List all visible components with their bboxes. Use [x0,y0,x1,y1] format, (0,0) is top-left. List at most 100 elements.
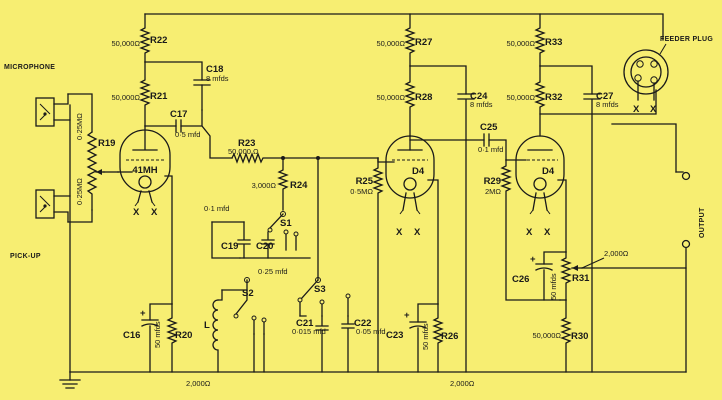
svg-text:2MΩ: 2MΩ [485,187,501,196]
svg-text:50,000Ω: 50,000Ω [376,93,405,102]
resistor-r31: R31 2,000Ω [560,249,629,301]
svg-text:R27: R27 [415,37,432,48]
svg-text:R30: R30 [571,331,588,342]
svg-text:50 mfds: 50 mfds [153,321,162,348]
svg-text:X: X [414,227,421,238]
resistor-r29: R29 2MΩ [484,159,561,301]
svg-text:3,000Ω: 3,000Ω [252,181,277,190]
svg-text:R26: R26 [441,331,458,342]
svg-text:C26: C26 [512,274,529,285]
svg-text:41MH: 41MH [132,165,157,176]
svg-text:R20: R20 [175,330,192,341]
capacitor-c21: C21 0·015 mfd [292,315,329,373]
svg-text:2,000Ω: 2,000Ω [186,379,211,388]
capacitor-c22: C22 0·05 mfd [341,315,386,373]
svg-text:R25: R25 [356,176,374,187]
svg-text:50,000 Ω: 50,000 Ω [228,147,259,156]
svg-text:R24: R24 [290,180,308,191]
svg-text:C24: C24 [470,91,488,102]
svg-text:2,000Ω: 2,000Ω [604,249,629,258]
svg-text:D4: D4 [412,166,425,177]
resistor-r21: R21 50,000Ω [111,61,168,127]
svg-text:0·015 mfd: 0·015 mfd [292,327,326,336]
svg-text:R31: R31 [572,273,590,284]
svg-text:X: X [151,207,158,218]
capacitor-c17: C17 0·5 mfd [170,109,203,139]
svg-text:C17: C17 [170,109,187,120]
svg-text:50 mfds: 50 mfds [421,323,430,350]
svg-text:X: X [526,227,533,238]
svg-text:C23: C23 [386,330,403,341]
svg-text:L: L [204,320,210,331]
svg-text:50,000Ω: 50,000Ω [111,39,140,48]
pickup-jack: PICK-UP [10,189,71,260]
svg-text:50,000Ω: 50,000Ω [532,331,561,340]
svg-text:C19: C19 [221,241,238,252]
valve-v2-d4: D4 X X [377,135,435,238]
svg-text:R32: R32 [545,92,562,103]
svg-text:S1: S1 [280,218,292,229]
capacitor-c18: C18 8 mfds [193,64,229,111]
pickup-label: PICK-UP [10,253,41,260]
svg-text:X: X [544,227,551,238]
resistor-r30: R30 50,000Ω [532,299,588,373]
resistor-r33: R33 50,000Ω [506,13,562,67]
svg-text:50,000Ω: 50,000Ω [111,93,140,102]
svg-text:0·05 mfd: 0·05 mfd [356,327,386,336]
resistor-r22: R22 50,000Ω [111,13,167,63]
capacitor-c26: C26 50 mfds + [512,251,567,301]
capacitor-c19: C19 0·1 mfd [204,204,251,259]
svg-text:R22: R22 [150,35,167,46]
hv-rail [144,13,664,41]
capacitor-c27: C27 8 mfds [583,91,619,373]
svg-text:50,000Ω: 50,000Ω [506,93,535,102]
svg-text:R28: R28 [415,92,432,103]
valve-v1-41mh: 41MH X X [117,125,171,218]
resistor-r27: R27 50,000Ω [376,13,432,67]
svg-text:0·25MΩ: 0·25MΩ [75,178,84,205]
svg-text:0·25 mfd: 0·25 mfd [258,267,288,276]
svg-text:C25: C25 [480,122,498,133]
svg-text:C16: C16 [123,330,140,341]
inductor-l: L [204,289,248,373]
svg-text:C20: C20 [256,241,273,252]
svg-text:50,000Ω: 50,000Ω [376,39,405,48]
capacitor-c25: C25 0·1 mfd [478,122,507,161]
svg-text:50,000Ω: 50,000Ω [506,39,535,48]
svg-text:+: + [530,254,536,265]
ground-symbol [59,371,81,389]
svg-text:2,000Ω: 2,000Ω [450,379,475,388]
svg-text:0·1 mfd: 0·1 mfd [204,204,229,213]
switch-s3: S3 [297,277,351,317]
svg-text:X: X [650,104,657,115]
resistor-r24: R24 3,000Ω [252,157,308,211]
svg-text:8 mfds: 8 mfds [470,100,493,109]
microphone-label: MICROPHONE [4,64,55,71]
svg-text:8 mfds: 8 mfds [206,74,229,83]
resistor-r23: R23 50,000 Ω [228,138,284,164]
switch-s2: S2 [233,277,267,335]
feeder-plug-label: FEEDER PLUG [660,36,713,43]
svg-text:+: + [404,310,410,321]
resistor-r32: R32 50,000Ω [506,65,562,137]
svg-text:0·5 mfd: 0·5 mfd [175,130,200,139]
resistor-r25: R25 0·5MΩ [350,157,384,373]
svg-text:C27: C27 [596,91,613,102]
svg-text:S2: S2 [242,288,254,299]
svg-text:R19: R19 [98,138,115,149]
capacitor-c24: C24 8 mfds [457,91,493,373]
svg-text:C18: C18 [206,64,223,75]
svg-text:D4: D4 [542,166,555,177]
svg-text:C22: C22 [354,318,371,329]
capacitor-c20: C20 0·25 mfd [256,231,288,276]
output-terminals: OUTPUT [675,171,706,269]
resistor-r26: R26 2,000Ω [432,303,475,388]
output-label: OUTPUT [699,207,706,238]
svg-text:X: X [133,207,140,218]
svg-text:0·1 mfd: 0·1 mfd [478,145,503,154]
svg-text:X: X [396,227,403,238]
svg-text:8 mfds: 8 mfds [596,100,619,109]
resistor-r28: R28 50,000Ω [376,65,432,137]
valve-v3-d4: D4 X X [515,135,565,238]
